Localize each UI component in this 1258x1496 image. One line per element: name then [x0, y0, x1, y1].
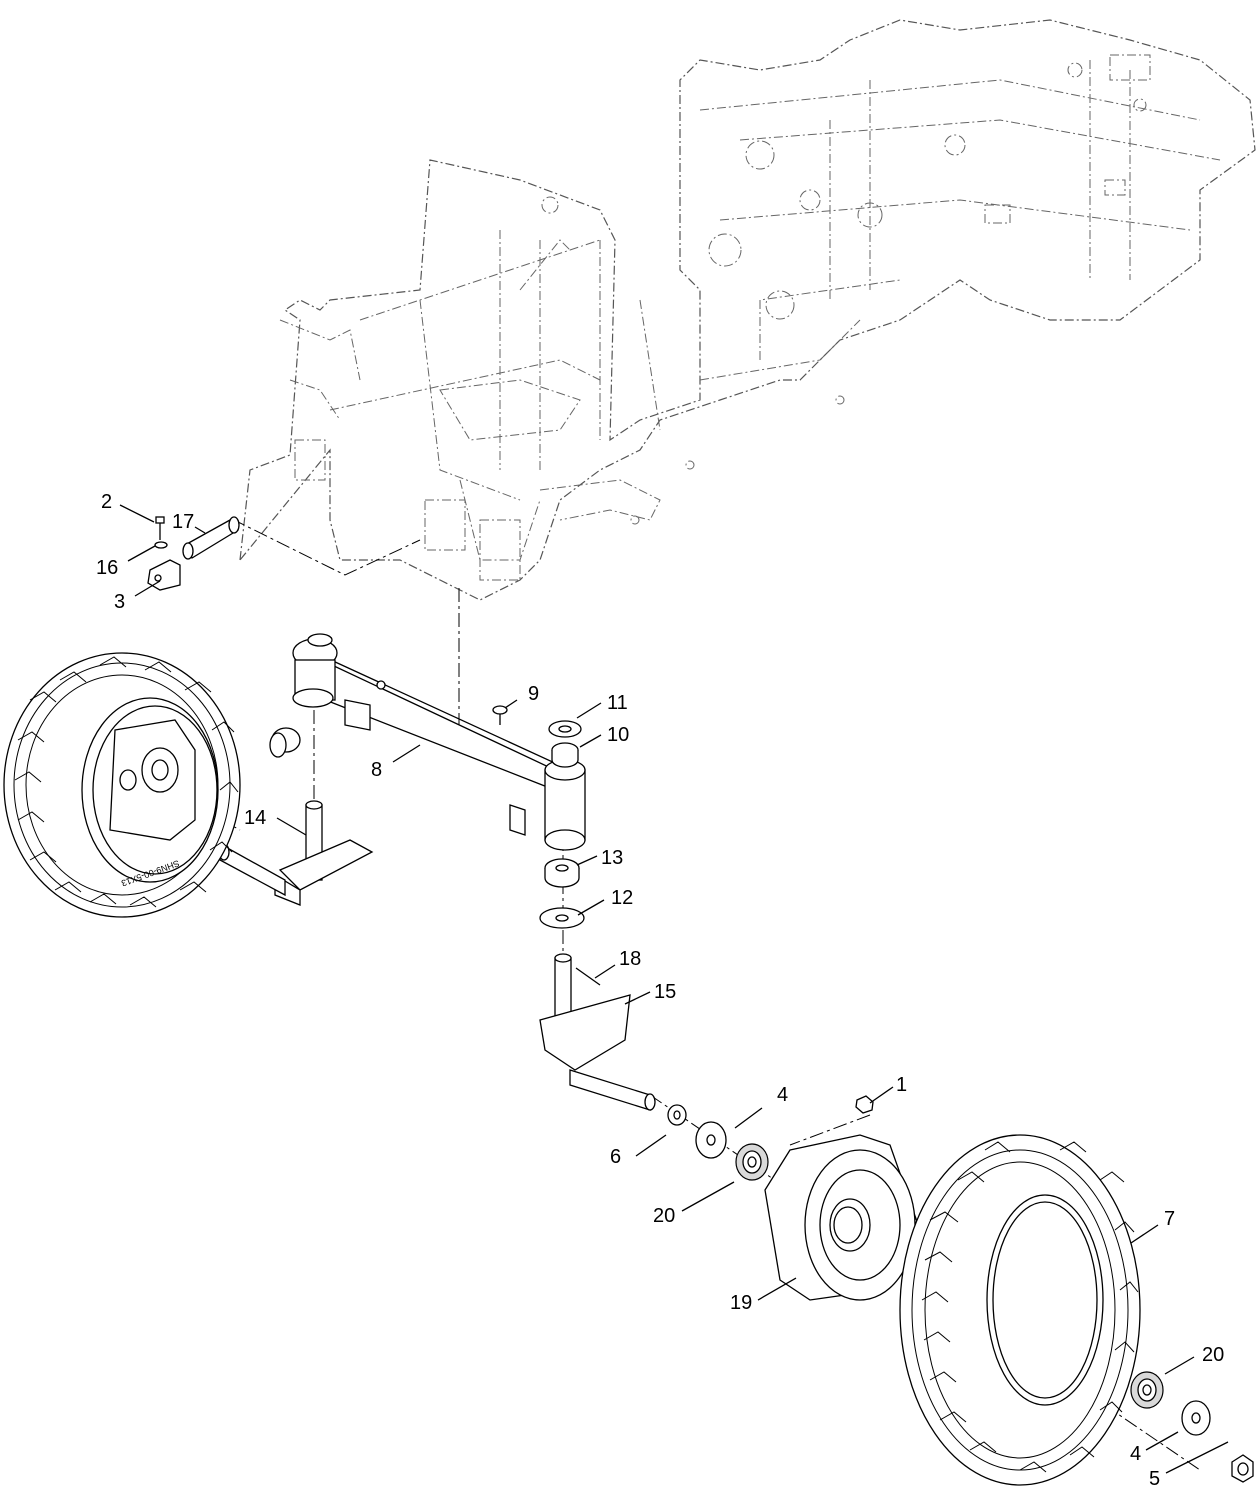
callout-18: 18 [619, 948, 641, 970]
bearing-a [735, 1143, 769, 1181]
lug-nut [855, 1095, 874, 1114]
callout-13: 13 [601, 847, 623, 869]
top-bushing [551, 742, 579, 768]
callout-6: 6 [610, 1146, 621, 1168]
callout-1: 1 [896, 1074, 907, 1096]
wheel-rim [764, 1134, 921, 1301]
callout-9: 9 [528, 683, 539, 705]
bottom-bushing [544, 858, 580, 888]
bottom-washer [539, 907, 585, 929]
right-spindle [539, 953, 656, 1111]
callout-17: 17 [172, 511, 194, 533]
callout-4: 4 [777, 1084, 788, 1106]
callout-15: 15 [654, 981, 676, 1003]
bearing-b [1130, 1371, 1164, 1409]
axle-nut [1231, 1454, 1254, 1483]
callout-5: 5 [1149, 1468, 1160, 1490]
callout-3: 3 [114, 591, 125, 613]
lock-washer [154, 541, 168, 549]
spindle-tube [544, 759, 586, 851]
front-axle-beam [292, 633, 571, 836]
left-wheel-assembly: SHN9-00-5X13 [3, 652, 241, 918]
callout-7: 7 [1164, 1208, 1175, 1230]
top-washer [548, 720, 582, 738]
cotter-pin [575, 967, 601, 986]
leader-lines [119, 504, 1229, 1474]
chassis-frame [239, 19, 1256, 601]
callout-8: 8 [371, 759, 382, 781]
pivot-bolt [155, 516, 165, 540]
pivot-pin [182, 516, 240, 560]
callout-4-b: 4 [1130, 1443, 1141, 1465]
callout-2: 2 [101, 491, 112, 513]
grease-fitting [492, 705, 508, 725]
spacer [667, 1104, 687, 1126]
callout-14: 14 [244, 807, 266, 829]
left-spindle [218, 800, 374, 906]
callout-20-b: 20 [1202, 1344, 1224, 1366]
callout-20: 20 [653, 1205, 675, 1227]
right-tire [899, 1134, 1141, 1486]
callout-10: 10 [607, 724, 629, 746]
pin-bracket [147, 559, 181, 591]
callout-19: 19 [730, 1292, 752, 1314]
callout-12: 12 [611, 887, 633, 909]
callout-16: 16 [96, 557, 118, 579]
outer-washer-b [1181, 1400, 1211, 1436]
callout-labels: 2 17 16 3 9 11 10 8 14 13 12 18 15 1 4 6… [96, 491, 1224, 1490]
outer-washer-a [695, 1121, 727, 1159]
axle-bushing [269, 727, 301, 758]
callout-11: 11 [607, 692, 628, 714]
